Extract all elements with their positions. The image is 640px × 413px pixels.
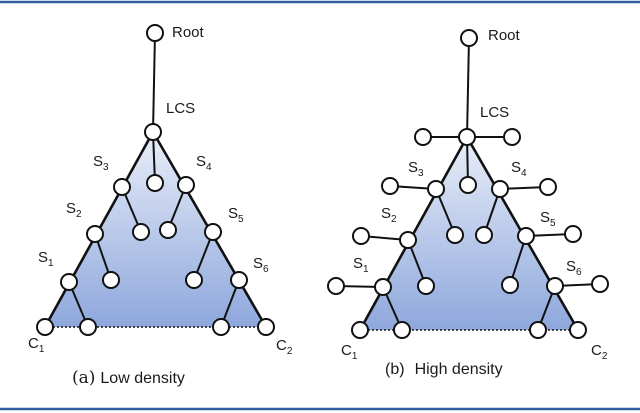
tree-node — [539, 178, 557, 196]
s1-node — [374, 278, 392, 296]
tree-node — [327, 277, 345, 295]
s3-node — [427, 180, 445, 198]
edge — [152, 32, 156, 133]
s1-label: S1 — [38, 249, 54, 269]
s3-node — [113, 178, 131, 196]
root-label: Root — [172, 24, 205, 41]
s5-node — [517, 227, 535, 245]
tree-node — [417, 277, 435, 295]
c1-node — [351, 321, 369, 339]
tree-node — [132, 223, 150, 241]
triangle-fill-b — [360, 137, 578, 330]
tree-low-density: Root LCS S3 S4 S2 S5 S1 S6 C1 C2 (a)Low … — [28, 24, 293, 388]
s4-node — [177, 176, 195, 194]
tree-node — [352, 227, 370, 245]
tree-node — [393, 321, 411, 339]
tree-node — [503, 128, 521, 146]
tree-node — [146, 174, 164, 192]
root-node — [460, 29, 478, 47]
edge — [466, 37, 470, 138]
caption-b: (b)High density — [385, 361, 503, 378]
tree-node — [79, 318, 97, 336]
tree-node — [212, 318, 230, 336]
tree-node — [102, 271, 120, 289]
tree-node — [564, 225, 582, 243]
s6-node — [546, 277, 564, 295]
s3-label: S3 — [408, 159, 424, 179]
s2-label: S2 — [66, 200, 82, 220]
tree-node — [475, 226, 493, 244]
c2-node — [257, 318, 275, 336]
c1-label: C1 — [341, 342, 358, 362]
c2-node — [569, 321, 587, 339]
root-node — [146, 24, 164, 42]
c1-node — [36, 318, 54, 336]
s6-label: S6 — [253, 255, 269, 275]
tree-node — [591, 275, 609, 293]
s4-label: S4 — [511, 159, 527, 179]
tree-node — [501, 276, 519, 294]
s2-node — [399, 231, 417, 249]
s5-label: S5 — [540, 209, 556, 229]
s3-label: S3 — [93, 153, 109, 173]
lcs-label: LCS — [480, 104, 509, 121]
tree-node — [414, 128, 432, 146]
s5-node — [204, 223, 222, 241]
s1-node — [60, 273, 78, 291]
tree-high-density: Root LCS S3 S4 S2 S5 S1 S6 C1 C2 (b)High… — [327, 27, 609, 378]
triangle-fill-a — [45, 132, 266, 327]
s4-label: S4 — [196, 153, 212, 173]
s4-node — [491, 180, 509, 198]
lcs-node — [458, 128, 476, 146]
tree-node — [529, 321, 547, 339]
s5-label: S5 — [228, 205, 244, 225]
tree-node — [159, 221, 177, 239]
s2-label: S2 — [381, 205, 397, 225]
c2-label: C2 — [276, 337, 293, 357]
tree-node — [459, 176, 477, 194]
s6-node — [230, 271, 248, 289]
s6-label: S6 — [566, 258, 582, 278]
tree-node — [185, 271, 203, 289]
root-label: Root — [488, 27, 521, 44]
lcs-label: LCS — [166, 100, 195, 117]
s1-label: S1 — [353, 255, 369, 275]
tree-node — [381, 177, 399, 195]
tree-node — [446, 226, 464, 244]
c1-label: C1 — [28, 335, 45, 355]
s2-node — [86, 225, 104, 243]
c2-label: C2 — [591, 342, 608, 362]
lcs-node — [144, 123, 162, 141]
caption-a: (a)Low density — [72, 368, 185, 388]
